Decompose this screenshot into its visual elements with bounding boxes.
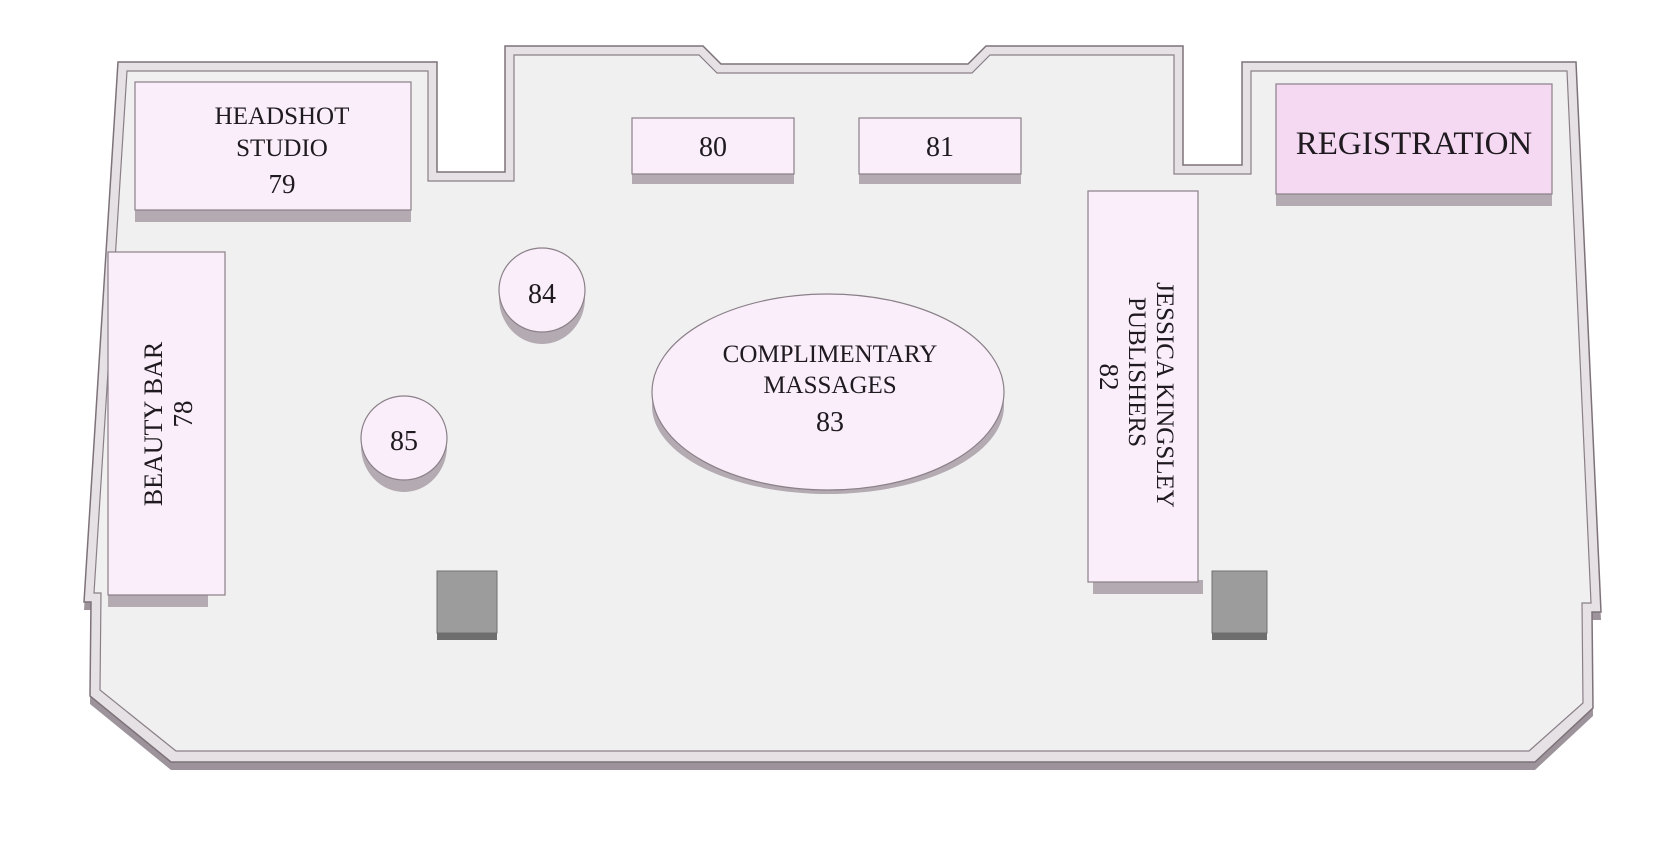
- booth-79-number: 79: [269, 169, 296, 199]
- pillar-right: [1211, 570, 1268, 640]
- booth-beauty-bar-78[interactable]: BEAUTY BAR 78: [107, 251, 226, 607]
- booth-81[interactable]: 81: [858, 117, 1022, 184]
- booth-80-number: 80: [699, 132, 727, 163]
- booth-82-number: 82: [1094, 364, 1124, 391]
- booth-79-name-line1: HEADSHOT: [215, 103, 350, 130]
- registration-label: REGISTRATION: [1296, 126, 1533, 162]
- booth-jessica-kingsley-82[interactable]: JESSICA KINGSLEY PUBLISHERS 82: [1087, 190, 1203, 594]
- booth-79-surface: [134, 81, 412, 211]
- booth-massages-83[interactable]: COMPLIMENTARY MASSAGES 83: [651, 293, 1005, 494]
- booth-headshot-studio-79[interactable]: HEADSHOT STUDIO 79: [134, 81, 412, 222]
- booth-82-name-line2: PUBLISHERS: [1123, 297, 1150, 447]
- pillar-left: [436, 570, 498, 640]
- booth-85[interactable]: 85: [360, 395, 448, 492]
- booth-83-name-line2: MASSAGES: [763, 372, 896, 399]
- booth-79-name-line2: STUDIO: [236, 135, 328, 162]
- booth-81-number: 81: [926, 132, 954, 163]
- booth-84[interactable]: 84: [498, 247, 586, 344]
- booth-78-name: BEAUTY BAR: [139, 341, 168, 506]
- booth-85-number: 85: [390, 426, 418, 457]
- booth-84-number: 84: [528, 279, 556, 310]
- booth-83-number: 83: [816, 407, 844, 438]
- booth-82-name-line1: JESSICA KINGSLEY: [1151, 282, 1178, 508]
- booth-78-number: 78: [168, 401, 198, 428]
- booth-83-name-line1: COMPLIMENTARY: [723, 341, 938, 368]
- booth-registration[interactable]: REGISTRATION: [1275, 83, 1553, 206]
- booth-80[interactable]: 80: [631, 117, 795, 184]
